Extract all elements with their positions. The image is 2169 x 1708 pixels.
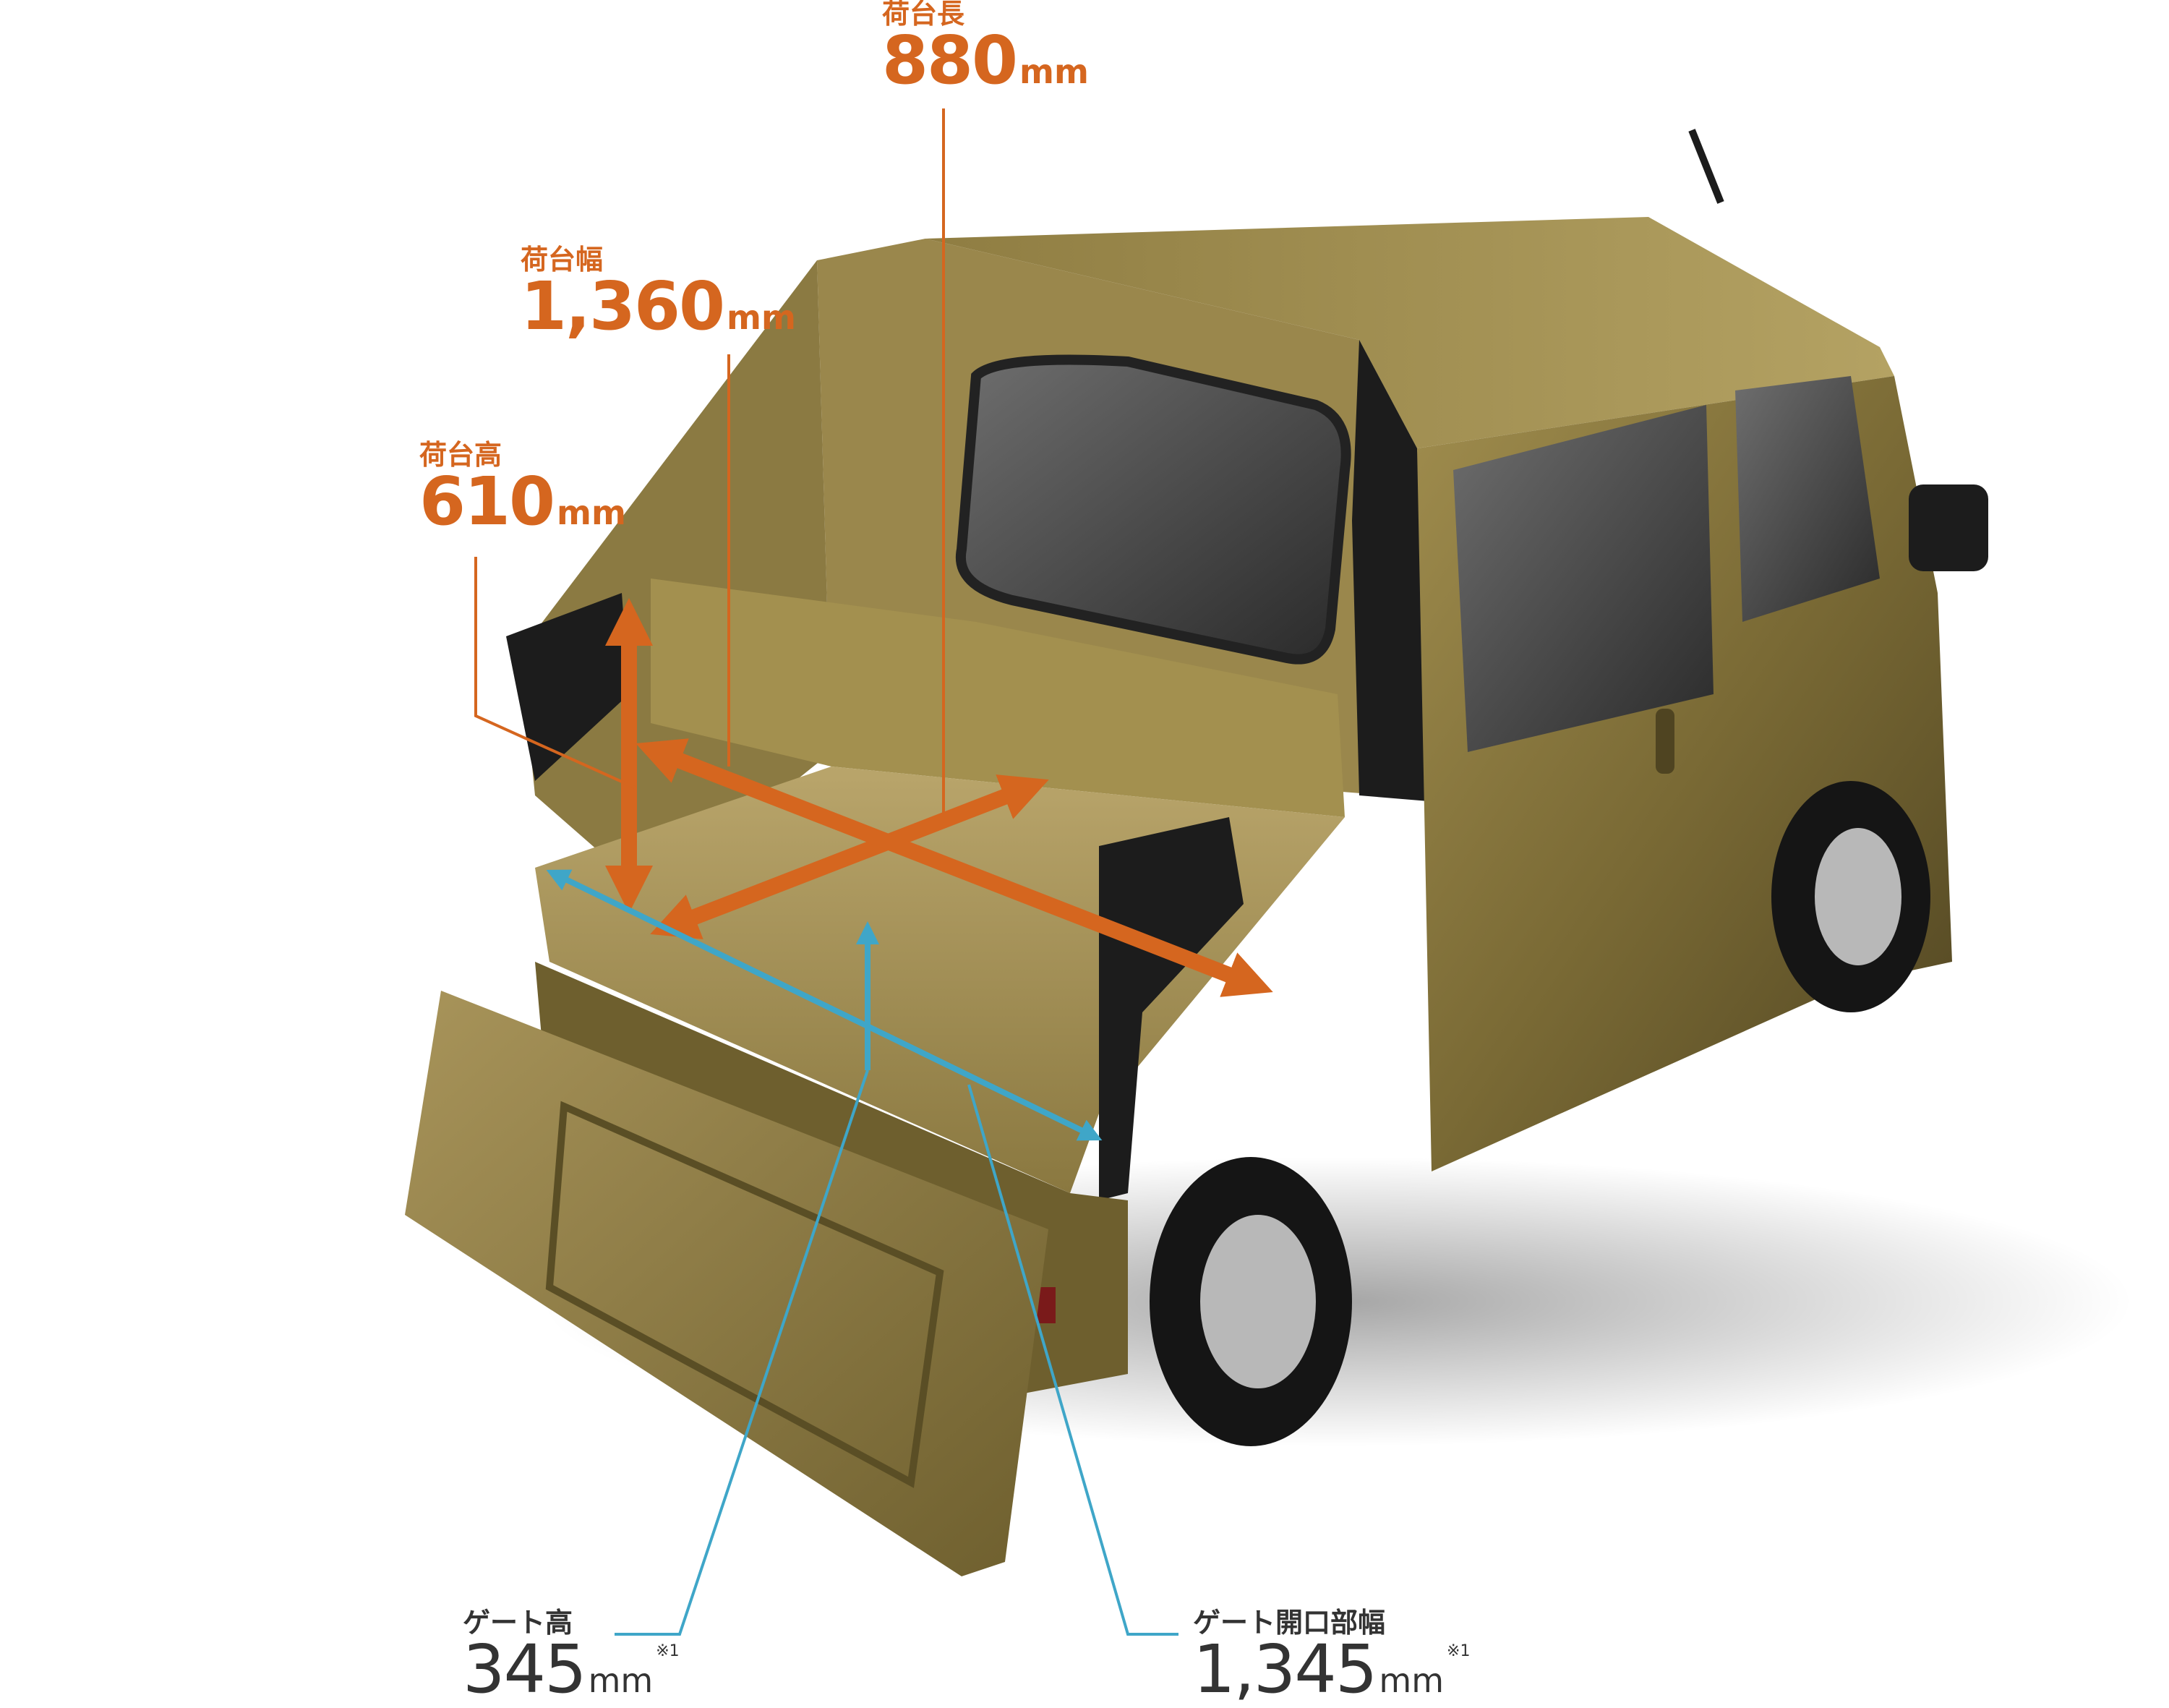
gate-opening-width-value: 1,345	[1193, 1631, 1377, 1708]
bed-length-unit: mm	[1019, 52, 1089, 91]
gate-height-label: ゲート高 345mm※1	[463, 1609, 680, 1703]
bed-height-caption: 荷台高	[419, 439, 502, 471]
tailgate-inner-panel	[545, 1101, 944, 1488]
door-handle	[1656, 709, 1674, 774]
gate-opening-width-label: ゲート開口部幅 1,345mm※1	[1193, 1609, 1470, 1703]
bed-left-corner-post	[506, 593, 629, 781]
bed-height-value: 610	[419, 463, 555, 540]
gate-height-value: 345	[463, 1631, 587, 1708]
bed-length-arrow	[636, 738, 1273, 997]
bed-length-label: 荷台長 880mm	[882, 0, 1089, 94]
roof-antenna	[1688, 129, 1724, 204]
rear-wheel	[1150, 1157, 1352, 1446]
front-wheel	[1771, 781, 1930, 1012]
bed-length-caption: 荷台長	[882, 0, 965, 30]
cab-roof	[925, 217, 1894, 448]
gate-opening-width-note: ※1	[1447, 1642, 1471, 1660]
bed-width-value: 1,360	[521, 268, 725, 345]
gate-height-unit: mm	[588, 1661, 654, 1700]
bed-width-caption: 荷台幅	[521, 244, 604, 276]
side-window-rear	[1453, 405, 1714, 752]
side-window-front	[1735, 376, 1880, 622]
cab-rear-window	[955, 354, 1351, 665]
gate-height-note: ※1	[656, 1642, 680, 1660]
gate-opening-width-leader	[967, 1084, 1178, 1636]
gate-height-caption: ゲート高	[463, 1607, 573, 1639]
side-mirror	[1909, 484, 1988, 571]
bed-height-label: 荷台高 610mm	[419, 441, 626, 535]
gate-opening-width-unit: mm	[1379, 1661, 1445, 1700]
gate-opening-width-caption: ゲート開口部幅	[1193, 1607, 1386, 1639]
bed-length-value: 880	[882, 22, 1018, 99]
bed-width-label: 荷台幅 1,360mm	[521, 246, 796, 340]
bed-width-unit: mm	[727, 298, 796, 337]
gate-opening-width-arrow	[546, 869, 1103, 1141]
bed-height-leader	[474, 557, 637, 790]
bed-height-unit: mm	[557, 493, 626, 532]
gate-height-leader	[615, 1069, 869, 1636]
